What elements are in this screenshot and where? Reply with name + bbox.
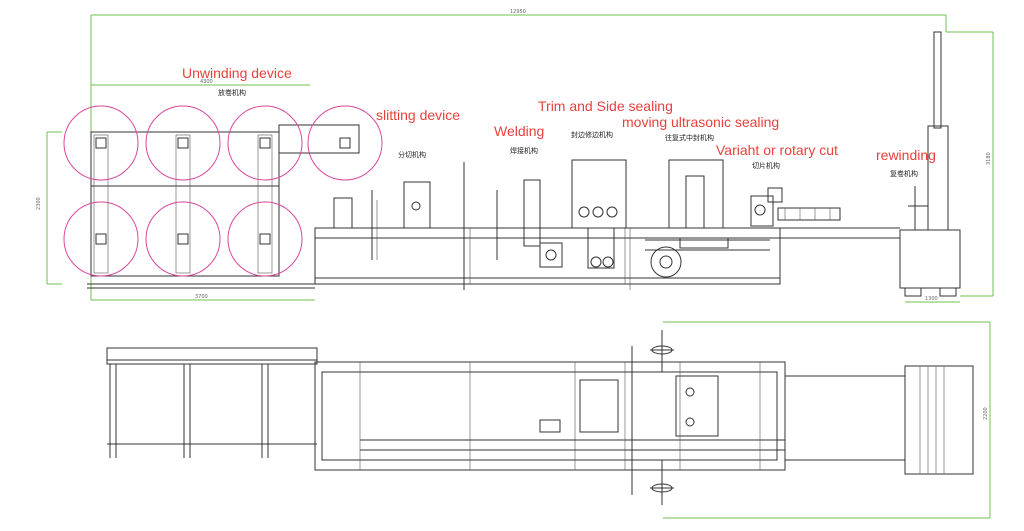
roll-circle	[307, 105, 383, 181]
label-rewinding: rewinding	[876, 147, 936, 163]
unwinding-frame	[87, 124, 360, 289]
slitting-unit	[333, 181, 431, 260]
cn-label-trim: 封边修边机构	[571, 130, 613, 139]
roll-circle	[145, 201, 221, 277]
height-right-dim: 3180	[986, 152, 992, 165]
height-left-dim: 2300	[36, 197, 42, 210]
unwind-plan	[106, 347, 318, 458]
label-unwinding: Unwinding device	[182, 65, 292, 81]
feed-rollers-plan	[631, 330, 674, 505]
cn-label-moving: 往复式中封机构	[665, 133, 714, 142]
roll-circle	[227, 105, 303, 181]
main-table	[314, 227, 900, 290]
cn-label-welding: 焊接机构	[510, 146, 538, 155]
roll-circle	[63, 201, 139, 277]
label-moving: moving ultrasonic sealing	[622, 114, 779, 130]
bottom-width-dim: 2200	[983, 407, 989, 420]
cn-label-unwinding: 放卷机构	[218, 88, 246, 97]
cn-label-rewinding: 复卷机构	[890, 169, 918, 178]
main-line-plan	[314, 361, 786, 471]
side-view	[63, 31, 961, 297]
roll-circle	[227, 201, 303, 277]
welding-unit	[463, 162, 563, 290]
rewind-width-dim: 1300	[925, 296, 938, 302]
ultrasonic-sealing-unit	[645, 159, 770, 278]
trim-sealing-unit	[571, 159, 627, 269]
dimension-lines: 12950 4300 2300 3700 3180 1300 2200	[36, 9, 994, 519]
rewind-plan	[784, 365, 974, 475]
label-variaht: Variaht or rotary cut	[716, 142, 838, 158]
roll-circle	[63, 105, 139, 181]
label-trim: Trim and Side sealing	[538, 98, 673, 114]
overall-length-dim: 12950	[510, 9, 526, 15]
section-labels: Unwinding device slitting device Welding…	[182, 65, 936, 163]
rewinding-unit	[899, 31, 961, 297]
roll-circle	[145, 105, 221, 181]
unwind-base-dim: 3700	[195, 294, 208, 300]
unwind-width-dim: 4300	[200, 79, 213, 85]
cn-label-slitting: 分切机构	[398, 150, 426, 159]
cn-label-cut: 切片机构	[752, 161, 780, 170]
label-welding: Welding	[494, 123, 544, 139]
label-slitting: slitting device	[376, 107, 460, 123]
top-view	[106, 330, 974, 505]
cn-labels: 放卷机构 分切机构 焊接机构 封边修边机构 往复式中封机构 切片机构 复卷机构	[218, 88, 918, 178]
unwind-rolls	[63, 105, 383, 277]
cut-unit	[750, 187, 841, 227]
